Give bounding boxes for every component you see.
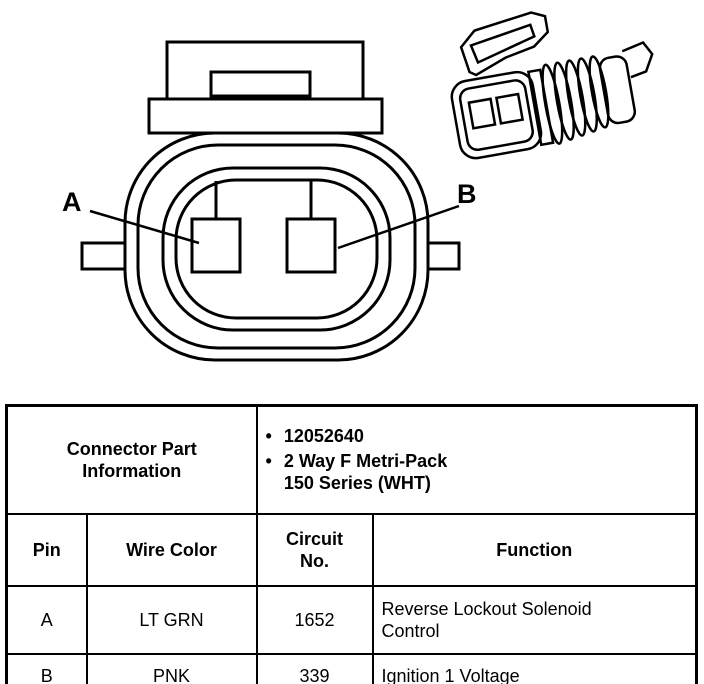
- pin-a-wire-color: LT GRN: [85, 585, 258, 655]
- mounting-tab-left: [80, 241, 127, 271]
- header-function: Function: [371, 513, 698, 587]
- table-row-pin-b: B PNK 339 Ignition 1 Voltage: [5, 653, 698, 684]
- lock-tab-slot: [209, 70, 312, 98]
- mounting-tab-right: [426, 241, 461, 271]
- body-outline-3: [161, 166, 392, 332]
- part-info-title: Connector Part Information: [66, 438, 197, 482]
- part-series: 2 Way F Metri-Pack 150 Series (WHT): [283, 450, 448, 494]
- part-info-title-cell: Connector Part Information: [5, 404, 258, 515]
- seal-rib: [553, 61, 575, 141]
- pin-b-cell: B: [5, 653, 88, 684]
- cavity-a: [467, 97, 497, 130]
- bullet-icon: •: [265, 450, 272, 471]
- pin-label-a: A: [62, 187, 82, 217]
- pin-a-cell: A: [5, 585, 88, 655]
- pin-b-function: Ignition 1 Voltage: [371, 653, 698, 684]
- pin-a-function-text: Reverse Lockout Solenoid Control: [381, 598, 592, 642]
- front-face-inner: [458, 79, 534, 152]
- connector-diagram: A B: [62, 11, 654, 362]
- rear-cap: [598, 55, 637, 125]
- header-row: Pin Wire Color Circuit No. Function: [5, 513, 698, 587]
- seal-rib: [564, 59, 587, 137]
- part-info-row: Connector Part Information • 12052640 • …: [5, 404, 698, 515]
- pin-b-function-text: Ignition 1 Voltage: [381, 665, 520, 684]
- seal-rib: [576, 57, 598, 133]
- bullet-icon: •: [265, 426, 272, 447]
- leader-line-b: [337, 204, 460, 250]
- side-clip: [621, 41, 654, 79]
- seal-rib: [541, 63, 564, 145]
- connector-diagram-svg: A B: [62, 11, 654, 362]
- terminal-a: [190, 217, 242, 274]
- cavity-b: [494, 92, 525, 125]
- header-pin: Pin: [5, 513, 88, 587]
- connector-3d-view: [450, 11, 654, 160]
- front-face-outer: [450, 70, 543, 160]
- body-outline-inner: [174, 178, 379, 320]
- header-circuit-no: Circuit No.: [255, 513, 374, 587]
- header-wire-color: Wire Color: [85, 513, 258, 587]
- pin-a-function: Reverse Lockout Solenoid Control: [371, 585, 698, 655]
- lock-tab-shoulder: [147, 97, 384, 135]
- part-series-item: • 2 Way F Metri-Pack 150 Series (WHT): [266, 450, 688, 495]
- terminal-b: [285, 217, 337, 274]
- pinout-table: Connector Part Information • 12052640 • …: [5, 404, 698, 684]
- leader-line-a: [89, 209, 200, 245]
- part-number-item: • 12052640: [266, 425, 688, 448]
- body-outline-2: [136, 143, 417, 350]
- seal-rib: [588, 55, 610, 129]
- pin-b-circuit-no: 339: [255, 653, 374, 684]
- pin-a-circuit-no: 1652: [255, 585, 374, 655]
- connector-front-view: [80, 40, 461, 362]
- table-row-pin-a: A LT GRN 1652 Reverse Lockout Solenoid C…: [5, 585, 698, 655]
- part-number: 12052640: [283, 426, 364, 447]
- part-info-details-cell: • 12052640 • 2 Way F Metri-Pack 150 Seri…: [255, 404, 698, 515]
- lock-lever: [459, 11, 550, 77]
- lock-lever-detail: [469, 23, 536, 65]
- pin-label-b: B: [457, 179, 477, 209]
- pin-b-wire-color: PNK: [85, 653, 258, 684]
